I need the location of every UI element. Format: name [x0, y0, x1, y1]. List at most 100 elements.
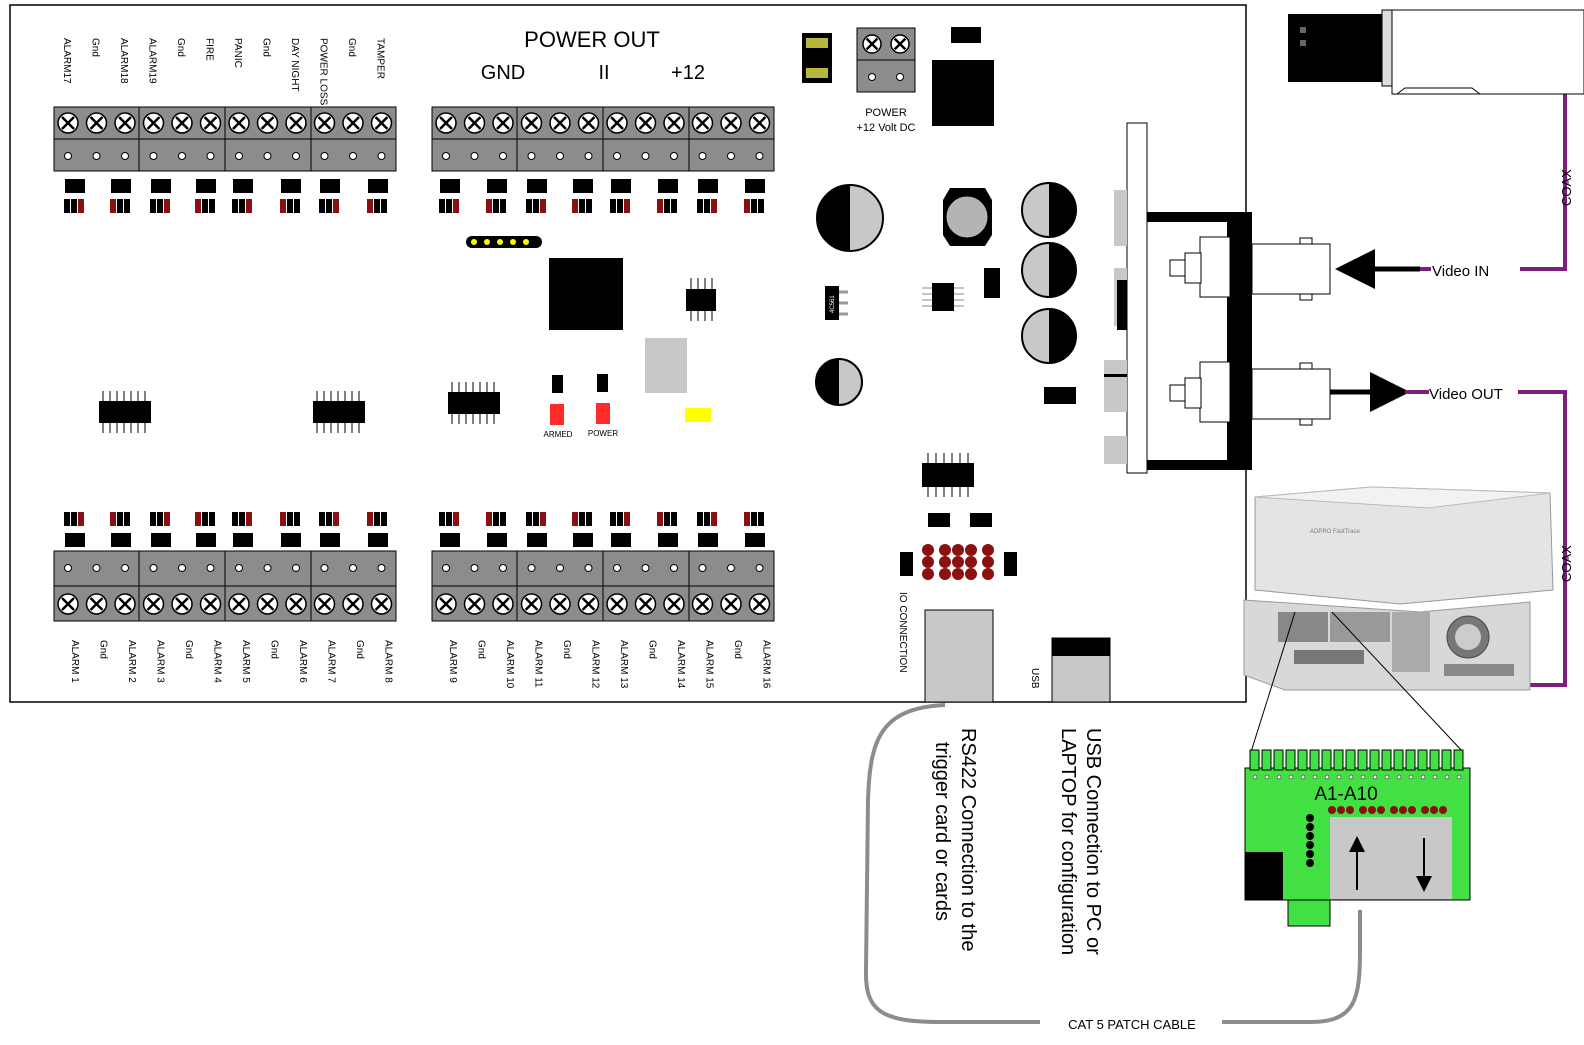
usb-note-line2: LAPTOP for configuration [1057, 728, 1079, 955]
ic-small-top [686, 278, 716, 321]
cat5-cable-label: CAT 5 PATCH CABLE [1068, 1017, 1196, 1032]
capacitor-small [815, 358, 863, 406]
usb-label: USB [1029, 668, 1040, 689]
top-terminal-label: POWER LOSS [318, 38, 329, 106]
bottom-terminal-label: ALARM 6 [297, 640, 308, 683]
power-out-title: POWER OUT [524, 27, 660, 52]
transistor: 4C561 [825, 286, 848, 320]
power-out-plus12-label: +12 [671, 62, 705, 84]
dip-chips [99, 382, 500, 433]
io-diode-left [900, 552, 913, 576]
smd-component [1044, 387, 1076, 404]
bnc-video-in[interactable] [1169, 236, 1331, 301]
inductor [943, 188, 992, 246]
top-terminal-label: DAY NIGHT [289, 38, 300, 92]
recorder-brand: ADPRO FastTrace [1310, 529, 1360, 535]
power-out-gnd-label: GND [481, 62, 525, 84]
top-terminal-label: PANIC [232, 38, 243, 68]
bottom-terminal-label: Gnd [732, 640, 743, 659]
bottom-terminal-label: Gnd [561, 640, 572, 659]
coax-cable-in [1520, 90, 1567, 271]
capacitors-right [1021, 182, 1077, 364]
io-smd-right [970, 513, 992, 527]
bottom-terminal-label: ALARM 15 [704, 640, 715, 689]
bottom-terminal-label: ALARM 1 [69, 640, 80, 683]
camera [1288, 9, 1584, 95]
diode [984, 268, 1000, 298]
bottom-terminal-label: ALARM 16 [761, 640, 772, 689]
armed-label: ARMED [544, 430, 573, 439]
bottom-terminal-label: Gnd [98, 640, 109, 659]
bottom-terminal-label: Gnd [269, 640, 280, 659]
regulator-small [951, 27, 981, 43]
video-recorder: ADPRO FastTrace [1243, 486, 1554, 691]
bottom-terminal-label: ALARM 4 [212, 640, 223, 683]
terminal-block-bottom-left [53, 550, 397, 622]
bnc-bracket [1104, 122, 1252, 474]
terminal-block-top-left [53, 106, 397, 172]
top-terminal-label: Gnd [90, 38, 101, 57]
coax-label-bottom: COAX [1559, 545, 1574, 582]
top-terminal-label: TAMPER [375, 38, 386, 79]
bottom-terminal-label: ALARM 13 [618, 640, 629, 689]
bottom-terminal-label: ALARM 10 [504, 640, 515, 689]
rs422-note-line2: trigger card or cards [931, 742, 953, 921]
bottom-terminal-label: Gnd [354, 640, 365, 659]
bottom-terminal-label: ALARM 9 [447, 640, 458, 683]
top-terminal-label: Gnd [346, 38, 357, 57]
top-terminal-label: Gnd [261, 38, 272, 57]
grey-module [645, 338, 687, 393]
zoom-line-left [1250, 611, 1296, 753]
bottom-terminal-label: ALARM 8 [383, 640, 394, 683]
io-chip [922, 453, 974, 497]
trigger-card: A1-A10 [1244, 749, 1471, 927]
bottom-terminal-label: Gnd [476, 640, 487, 659]
bottom-terminal-label: ALARM 5 [240, 640, 251, 683]
power-in-voltage-label: +12 Volt DC [856, 122, 915, 134]
top-terminal-label: ALARM19 [147, 38, 158, 84]
fuse [802, 33, 832, 83]
top-terminal-label: FIRE [204, 38, 215, 61]
bottom-terminal-label: Gnd [183, 640, 194, 659]
usb-note-line1: USB Connection to PC or [1082, 728, 1104, 955]
transistor-mark: 4C561 [830, 295, 836, 313]
coax-label-top: COAX [1559, 169, 1574, 206]
ic-regulator [922, 283, 964, 311]
main-processor-chip [549, 258, 623, 330]
io-connection-port[interactable] [924, 609, 994, 703]
io-terminator-resistors [922, 544, 994, 580]
top-terminal-label: ALARM17 [61, 38, 72, 84]
bottom-terminal-label: ALARM 12 [590, 640, 601, 689]
bnc-video-out[interactable] [1169, 361, 1331, 426]
bottom-terminal-label: ALARM 7 [326, 640, 337, 683]
bottom-terminal-label: ALARM 2 [126, 640, 137, 683]
power-input-connector: POWER +12 Volt DC [856, 27, 916, 134]
trigger-card-label: A1-A10 [1314, 784, 1377, 805]
rs422-note-line1: RS422 Connection to the [957, 728, 979, 952]
bottom-terminal-label: ALARM 11 [533, 640, 544, 688]
capacitor-large [816, 184, 884, 252]
power-in-label: POWER [865, 107, 907, 119]
regulator-large [932, 60, 994, 126]
video-out-label: Video OUT [1429, 386, 1503, 403]
zoom-line-right [1331, 611, 1464, 753]
bottom-terminal-label: Gnd [647, 640, 658, 659]
cat5-cable-right [1222, 910, 1362, 1024]
power-out-separator: II [598, 62, 609, 84]
yellow-component [685, 408, 711, 422]
cat5-cable-left [863, 703, 1040, 1024]
top-terminal-label: Gnd [175, 38, 186, 57]
power-led: POWER [588, 374, 618, 438]
relay-row [64, 179, 765, 547]
top-terminal-labels: ALARM17 Gnd ALARM18 ALARM19 Gnd FIRE PANIC Gnd D… [61, 38, 386, 106]
bottom-terminal-label: ALARM 14 [675, 640, 686, 689]
power-led-label: POWER [588, 429, 618, 438]
top-terminal-label: ALARM18 [118, 38, 129, 84]
armed-led: ARMED [544, 375, 573, 439]
header-pins-yellow [466, 236, 542, 248]
io-connection-label: IO CONNECTION [897, 592, 908, 673]
terminal-block-power-out [431, 106, 775, 172]
io-diode-right [1004, 552, 1017, 576]
